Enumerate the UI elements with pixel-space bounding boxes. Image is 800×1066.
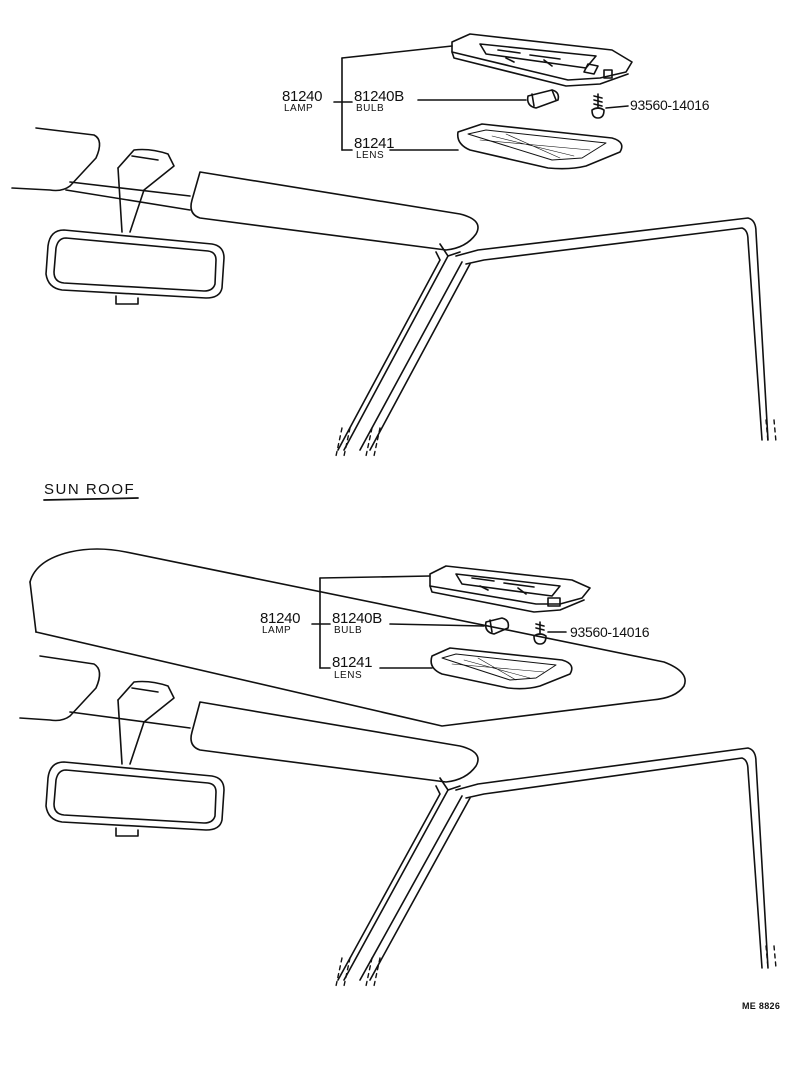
bottom-lens-part-number: 81241 <box>332 654 373 671</box>
top-vehicle-interior <box>11 127 769 451</box>
top-lens-name: LENS <box>356 150 385 161</box>
top-bulb-drawing <box>526 89 560 109</box>
rear-view-mirror <box>45 761 225 831</box>
bottom-lens-name: LENS <box>334 670 363 681</box>
top-lamp-housing-drawing <box>451 33 633 87</box>
bottom-lamp-name: LAMP <box>262 625 292 636</box>
bottom-bulb-name: BULB <box>334 625 363 636</box>
top-lens-part-number: 81241 <box>354 135 395 152</box>
bottom-lens-drawing <box>430 647 573 690</box>
bottom-bulb-part-number: 81240B <box>332 610 382 627</box>
top-screw-part-number: 93560-14016 <box>630 97 710 113</box>
bottom-bulb-drawing <box>484 617 510 635</box>
top-bulb-part-number: 81240B <box>354 88 404 105</box>
bottom-screw-part-number: 93560-14016 <box>570 624 650 640</box>
top-lamp-name: LAMP <box>284 103 314 114</box>
bottom-screw-drawing <box>533 621 547 645</box>
drawing-code: ME 8826 <box>742 1001 781 1011</box>
bottom-lamp-part-number: 81240 <box>260 610 301 627</box>
bottom-lamp-housing-drawing <box>429 565 591 613</box>
section-title-sun-roof: SUN ROOF <box>44 481 136 498</box>
bottom-vehicle-interior <box>19 548 769 981</box>
rear-view-mirror <box>45 229 225 299</box>
top-bulb-name: BULB <box>356 103 385 114</box>
top-lens-drawing <box>456 123 623 170</box>
top-screw-drawing <box>591 93 605 119</box>
top-lamp-part-number: 81240 <box>282 88 323 105</box>
